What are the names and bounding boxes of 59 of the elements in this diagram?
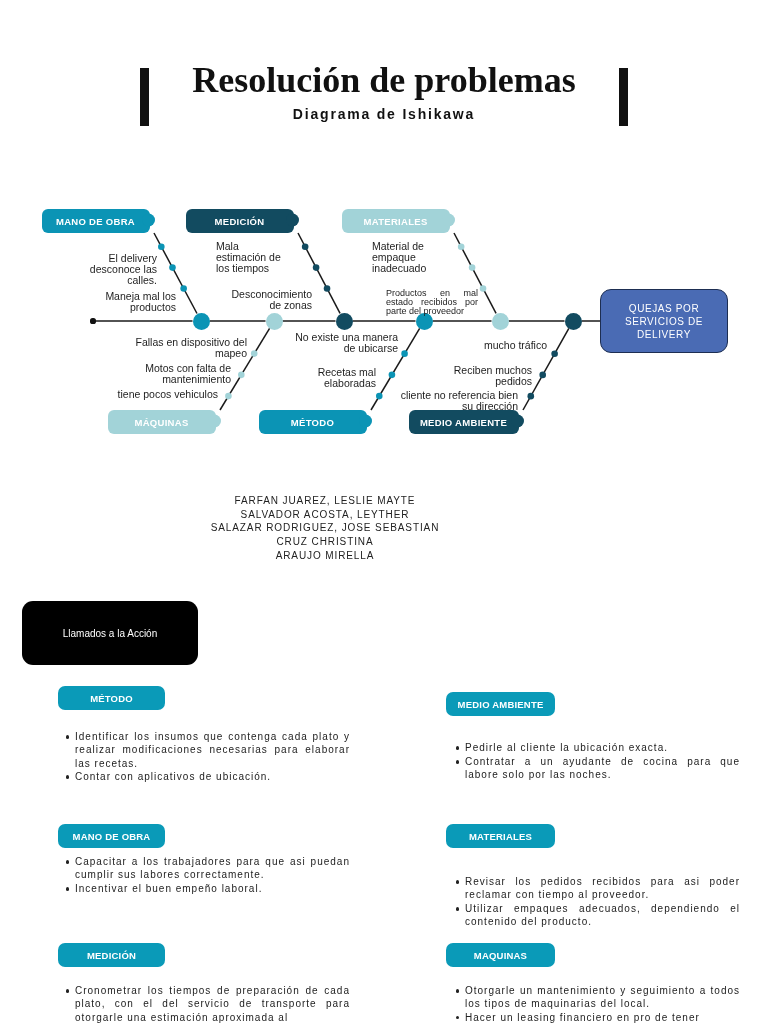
junction-circle (335, 312, 353, 330)
spine-end-dot (90, 318, 96, 324)
connector-line (522, 327, 570, 411)
cause-text: Motos con falta de mantenimiento (144, 363, 231, 385)
action-item: Otorgarle un mantenimiento y seguimiento a todos los tipos de maquinarias del local. (465, 984, 740, 1011)
junction-circle (564, 312, 582, 330)
cause-text: Desconocimiento de zonas (230, 289, 312, 311)
category-tab: MATERIALES (446, 824, 555, 848)
cause-text: El delivery desconoce las calles. (88, 253, 157, 286)
author-name: CRUZ CHRISTINA (276, 536, 374, 549)
category-tab: MAQUINAS (446, 943, 555, 967)
cause-text: Recetas mal elaboradas (316, 367, 376, 389)
junction-circle (265, 312, 283, 330)
author-name: SALAZAR RODRIGUEZ, JOSE SEBASTIAN (210, 522, 440, 535)
category-tab: MEDICIÓN (58, 943, 165, 967)
action-item: Contar con aplicativos de ubicación. (75, 770, 273, 784)
connector-line (208, 320, 267, 322)
action-item: Cronometrar los tiempos de preparación de cada plato, con el del servicio de transporte para otorgarle una estimación aproximada al (75, 984, 350, 1024)
cause-text: cliente no referencia bien su dirección (399, 390, 518, 412)
title: Resolución de problemas (192, 59, 576, 102)
category-tab: MANO DE OBRA (58, 824, 165, 848)
connector-line (370, 327, 421, 411)
action-item: Incentivar el buen empeño laboral. (75, 882, 264, 896)
action-item: Pedirle al cliente la ubicación exacta. (465, 741, 669, 755)
author-name: SALVADOR ACOSTA, LEYTHER (240, 508, 410, 521)
cause-text: Material de empaque inadecuado (372, 241, 428, 274)
connector-line (351, 320, 417, 322)
action-item: Capacitar a los trabajadores para que asi puedan cumplir sus labores correctamente. (75, 855, 350, 882)
cause-text: Fallas en dispositivo del mapeo (134, 337, 247, 359)
category-tab: MEDIO AMBIENTE (446, 692, 555, 716)
connector-line (219, 327, 271, 411)
cause-text: Maneja mal los productos (104, 291, 176, 313)
action-item: Identificar los insumos que contenga cada plato y realizar modificaciones necesarias para elaborar las recetas. (75, 730, 350, 770)
connector-line (431, 320, 493, 322)
section-banner: Llamados a la Acción (22, 601, 198, 665)
cause-text: Productos en mal estado recibidos por parte del proveedor (386, 289, 478, 316)
connector-line (94, 320, 194, 322)
cause-text: Mala estimación de los tiempos (216, 241, 282, 274)
connector-line (507, 320, 566, 322)
subtitle: Diagrama de Ishikawa (292, 106, 476, 123)
action-item: Utilizar empaques adecuados, dependiendo el contenido del producto. (465, 902, 740, 929)
cause-text: mucho tráfico (482, 340, 547, 351)
author-name: FARFAN JUAREZ, LESLIE MAYTE (234, 495, 416, 507)
junction-circle (491, 312, 509, 330)
cause-text: tiene pocos vehiculos (116, 389, 218, 400)
category-tab: MÉTODO (58, 686, 165, 710)
connector-line (580, 320, 601, 322)
cause-text: No existe una manera de ubicarse (294, 332, 398, 354)
cause-text: Reciben muchos pedidos (452, 365, 532, 387)
connector-line (453, 232, 497, 315)
action-item: Hacer un leasing financiero en pro de tener (465, 1010, 701, 1024)
action-item: Revisar los pedidos recibidos para asi poder reclamar con tiempo al proveedor. (465, 875, 740, 902)
connector-line (297, 232, 341, 315)
connector-line (281, 320, 337, 322)
action-item: Contratar a un ayudante de cocina para que labore solo por las noches. (465, 755, 740, 782)
connector-line (153, 232, 198, 315)
junction-circle (192, 312, 210, 330)
problem-box: QUEJAS POR SERVICIOS DE DELIVERY (600, 289, 728, 353)
author-name: ARAUJO MIRELLA (275, 549, 375, 562)
